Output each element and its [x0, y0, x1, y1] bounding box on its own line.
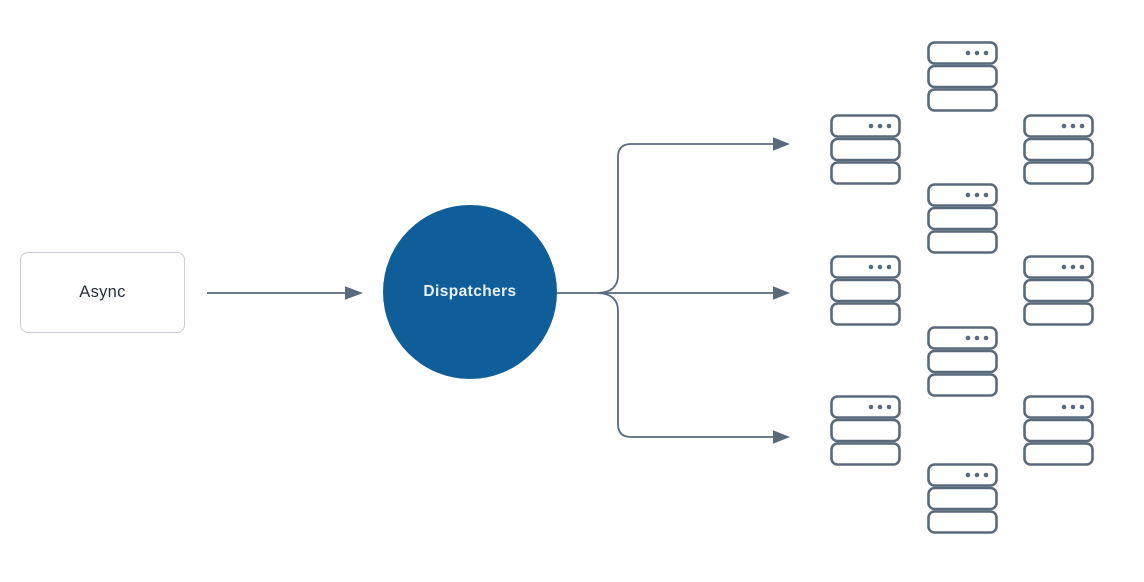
- server-stack-icon: [927, 463, 998, 534]
- server-node: [830, 255, 901, 326]
- arrowhead-fanout-middle: [773, 286, 790, 300]
- server-node: [927, 326, 998, 397]
- arrowhead-fanout-top: [773, 137, 790, 151]
- server-node: [1023, 255, 1094, 326]
- server-stack-icon: [830, 255, 901, 326]
- server-node: [830, 114, 901, 185]
- server-node: [927, 41, 998, 112]
- server-stack-icon: [830, 114, 901, 185]
- server-node: [927, 463, 998, 534]
- server-stack-icon: [927, 326, 998, 397]
- dispatchers-node-label: Dispatchers: [423, 283, 517, 300]
- server-node: [927, 183, 998, 254]
- server-stack-icon: [1023, 395, 1094, 466]
- server-stack-icon: [830, 395, 901, 466]
- arrow-fanout-top: [597, 143, 774, 294]
- dispatchers-node: Dispatchers: [383, 205, 557, 379]
- server-stack-icon: [927, 183, 998, 254]
- server-node: [830, 395, 901, 466]
- async-node-label: Async: [79, 283, 126, 301]
- arrow-fanout-bottom: [597, 292, 774, 438]
- async-node: Async: [20, 252, 185, 333]
- arrowhead-fanout-bottom: [773, 430, 790, 444]
- server-stack-icon: [1023, 114, 1094, 185]
- arrowhead-async-to-dispatchers: [345, 286, 363, 300]
- server-stack-icon: [927, 41, 998, 112]
- server-stack-icon: [1023, 255, 1094, 326]
- server-node: [1023, 114, 1094, 185]
- server-node: [1023, 395, 1094, 466]
